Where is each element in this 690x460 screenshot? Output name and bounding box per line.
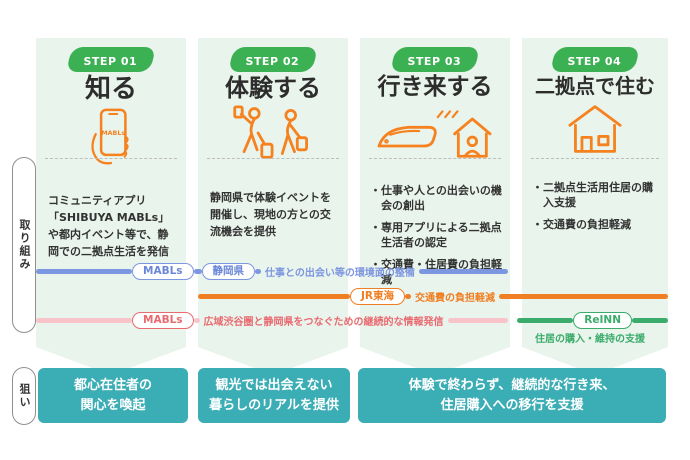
goal-box-1: 都心在住者の 関心を喚起 <box>38 368 188 423</box>
timeline-label-pink: 広域渋谷圏と静岡県をつなぐための継続的な情報発信 <box>203 316 444 328</box>
phone-screen-label: MABLs <box>101 130 125 137</box>
timeline-label-green: 住居の購入・維持の支援 <box>535 334 645 345</box>
actor-pill-mabls: MABLs <box>132 311 194 329</box>
step-icon-box-3 <box>360 102 510 162</box>
goal-text-line: 住居購入への移行を支援 <box>440 397 584 413</box>
bullet-item: 交通費・住居費の負担軽減 <box>370 258 504 288</box>
step-badge-1: STEP 01 <box>66 47 156 72</box>
smartphone-app-icon: MABLs <box>84 107 138 165</box>
bar-segment <box>632 317 668 323</box>
bar-segment <box>36 317 132 323</box>
column-dashed-divider <box>369 158 501 159</box>
step-icon-box-4 <box>522 99 668 159</box>
timeline-label-orange: 交通費の負担軽減 <box>415 292 495 304</box>
step-badge-2: STEP 02 <box>228 47 318 72</box>
step-icon-box-1: MABLs <box>36 106 186 166</box>
step-badge-3: STEP 03 <box>390 47 480 72</box>
goal-text-line: 観光では出会えない <box>215 378 333 393</box>
step-icon-box-2 <box>198 103 348 163</box>
column-dashed-divider <box>207 158 339 159</box>
bar-segment <box>255 268 262 274</box>
actor-pill-jr-tokai: JR東海 <box>350 287 405 305</box>
bullet-item: 二拠点生活用住居の購入支援 <box>532 181 662 211</box>
actor-pill-shizuoka: 静岡県 <box>201 262 256 280</box>
goal-box-3: 体験で終わらず、継続的な行き来、 住居購入への移行を支援 <box>358 368 666 423</box>
step-bullet-list-4: 二拠点生活用住居の購入支援 交通費の負担軽減 <box>532 181 662 233</box>
step-badge-4: STEP 04 <box>550 47 640 72</box>
timeline-row-mabls-info: MABLs 広域渋谷圏と静岡県をつなぐための継続的な情報発信 <box>36 311 508 329</box>
timeline-row-reinn: ReINN <box>517 311 668 329</box>
step-badge-label: STEP 03 <box>407 55 462 68</box>
step-description-2: 静岡県で体験イベントを開催し、現地の方との交流機会を提供 <box>210 191 331 239</box>
shinkansen-and-remote-work-house-icon <box>372 104 498 160</box>
side-label-text: 取り組み <box>18 219 31 271</box>
goal-box-2: 観光では出会えない 暮らしのリアルを提供 <box>198 368 350 423</box>
bar-segment <box>405 293 411 299</box>
step-badge-label: STEP 04 <box>567 55 622 68</box>
bar-segment <box>447 317 508 323</box>
step-bullet-list-3: 仕事や人との出会いの機会の創出 専用アプリによる二拠点生活者の認定 交通費・住居… <box>370 184 504 287</box>
step-title-1: 知る <box>84 74 137 104</box>
goal-text-line: 都心在住者の <box>73 378 152 393</box>
travelers-with-luggage-icon <box>227 105 319 161</box>
step-badge-label: STEP 02 <box>245 55 300 68</box>
bar-segment <box>36 268 132 274</box>
actor-pill-reinn: ReINN <box>573 311 632 329</box>
column-dashed-divider <box>531 158 659 159</box>
bullet-item: 仕事や人との出会いの機会の創出 <box>370 184 504 214</box>
side-label-initiatives: 取り組み <box>12 157 36 333</box>
bar-segment <box>517 317 574 323</box>
bar-segment <box>499 293 668 299</box>
bar-segment <box>418 268 508 274</box>
house-icon <box>565 102 625 156</box>
goal-text-line: 暮らしのリアルを提供 <box>209 397 339 413</box>
bullet-item: 専用アプリによる二拠点生活者の認定 <box>370 221 504 251</box>
step-column-2: STEP 02 体験する 静岡県で体験イベントを開催し、現地の方との交流機会を提… <box>198 38 348 375</box>
goal-text-line: 関心を喚起 <box>80 397 146 413</box>
bullet-item: 交通費の負担軽減 <box>532 218 662 233</box>
side-label-text: 狙い <box>18 383 31 409</box>
bar-segment <box>193 317 200 323</box>
timeline-row-jr-tokai: JR東海 交通費の負担軽減 <box>198 287 668 305</box>
bar-segment <box>198 293 350 299</box>
bar-segment <box>193 268 202 274</box>
step-title-2: 体験する <box>225 74 321 102</box>
column-dashed-divider <box>45 158 177 159</box>
goal-text-line: 体験で終わらず、継続的な行き来、 <box>408 378 616 393</box>
timeline-label-blue: 仕事との出会い等の環境面の整備 <box>265 267 415 279</box>
step-description-1: コミュニティアプリ「SHIBUYA MABLs」や都内イベント等で、静岡での二拠… <box>48 193 170 258</box>
step-title-4: 二拠点で住む <box>535 74 655 98</box>
step-badge-label: STEP 01 <box>83 55 138 68</box>
actor-pill-mabls: MABLs <box>132 262 194 280</box>
side-label-aim: 狙い <box>12 367 36 425</box>
timeline-row-mabls-shizuoka: MABLs 静岡県 仕事との出会い等の環境面の整備 <box>36 262 508 280</box>
step-title-3: 行き来する <box>377 74 493 100</box>
